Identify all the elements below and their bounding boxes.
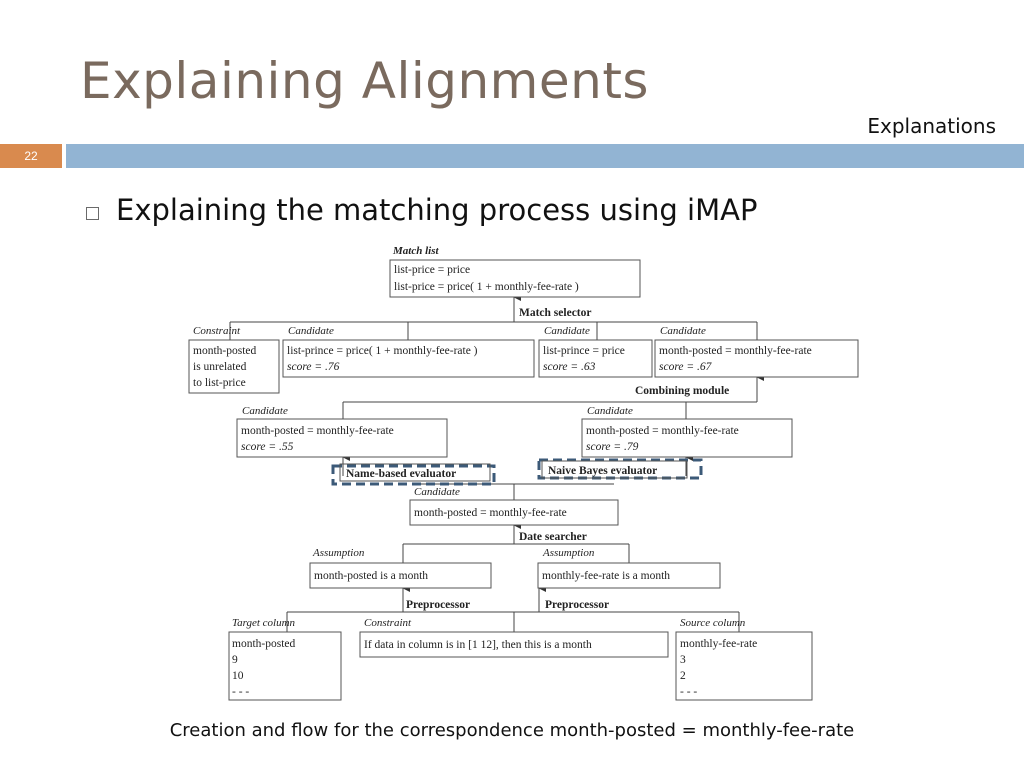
target-column-label: Target column <box>232 617 296 629</box>
name-based-evaluator-highlight <box>331 464 496 486</box>
target-column-line: - - - <box>232 686 249 698</box>
target-column-box <box>228 631 342 701</box>
preprocessor-label: Preprocessor <box>406 599 470 611</box>
candidate-score: score = .67 <box>659 361 713 373</box>
candidate-box <box>409 499 619 526</box>
constraint-label: Constraint <box>193 325 241 337</box>
match-selector-label: Match selector <box>519 307 591 319</box>
preprocessor-label: Preprocessor <box>545 599 609 611</box>
header-bar <box>66 144 1024 168</box>
candidate-box <box>236 418 448 458</box>
constraint-line: month-posted <box>193 345 256 357</box>
source-column-line: - - - <box>680 686 697 698</box>
target-column-line: month-posted <box>232 638 295 650</box>
candidate-label: Candidate <box>414 486 460 498</box>
assumption-label: Assumption <box>542 547 595 559</box>
source-column-box <box>675 631 813 701</box>
connector-lines <box>229 293 764 632</box>
constraint-label: Constraint <box>364 617 412 629</box>
constraint-line: to list-price <box>193 377 246 389</box>
candidate-score: score = .55 <box>241 441 294 453</box>
assumption-label: Assumption <box>312 547 365 559</box>
combining-module-label: Combining module <box>635 385 729 397</box>
figure-caption: Creation and flow for the correspondence… <box>169 720 855 741</box>
target-column-line: 10 <box>232 670 244 682</box>
constraint-line: If data in column is in [1 12], then thi… <box>364 639 592 651</box>
assumption-line: month-posted is a month <box>314 570 428 582</box>
source-column-label: Source column <box>680 617 746 629</box>
naive-bayes-evaluator-label: Naive Bayes evaluator <box>548 465 657 477</box>
match-list-label: Match list <box>392 245 439 257</box>
match-list-box <box>389 259 641 298</box>
match-list-line: list-price = price( 1 + monthly-fee-rate… <box>394 281 579 293</box>
candidate-label: Candidate <box>544 325 590 337</box>
candidate-line: month-posted = monthly-fee-rate <box>414 507 567 519</box>
slide-title: Explaining Alignments <box>80 52 649 110</box>
candidate-line: month-posted = monthly-fee-rate <box>241 425 394 437</box>
candidate-score: score = .79 <box>586 441 639 453</box>
assumption-line: monthly-fee-rate is a month <box>542 570 670 582</box>
candidate-label: Candidate <box>587 405 633 417</box>
constraint-line: is unrelated <box>193 361 247 373</box>
bullet-text: Explaining the matching process using iM… <box>116 193 758 227</box>
date-searcher-label: Date searcher <box>519 531 587 543</box>
candidate-line: list-prince = price( 1 + monthly-fee-rat… <box>287 345 478 357</box>
candidate-line: month-posted = monthly-fee-rate <box>659 345 812 357</box>
candidate-score: score = .63 <box>543 361 596 373</box>
source-column-line: 2 <box>680 670 686 682</box>
candidate-box <box>282 339 535 378</box>
name-based-evaluator-label: Name-based evaluator <box>346 468 456 480</box>
source-column-line: 3 <box>680 654 686 666</box>
candidate-box <box>654 339 859 378</box>
assumption-box <box>537 562 721 589</box>
assumption-box <box>309 562 492 589</box>
source-column-line: monthly-fee-rate <box>680 638 757 650</box>
candidate-line: list-prince = price <box>543 345 625 357</box>
constraint-box <box>359 631 669 658</box>
candidate-label: Candidate <box>660 325 706 337</box>
candidate-label: Candidate <box>242 405 288 417</box>
target-column-line: 9 <box>232 654 238 666</box>
section-label: Explanations <box>867 114 996 138</box>
match-list-line: list-price = price <box>394 264 470 276</box>
candidate-line: month-posted = monthly-fee-rate <box>586 425 739 437</box>
candidate-label: Candidate <box>288 325 334 337</box>
candidate-score: score = .76 <box>287 361 340 373</box>
candidate-box <box>581 418 793 458</box>
bullet-square-icon <box>86 207 99 220</box>
candidate-box <box>538 339 653 378</box>
page-number: 22 <box>0 144 62 168</box>
constraint-box <box>188 339 280 394</box>
